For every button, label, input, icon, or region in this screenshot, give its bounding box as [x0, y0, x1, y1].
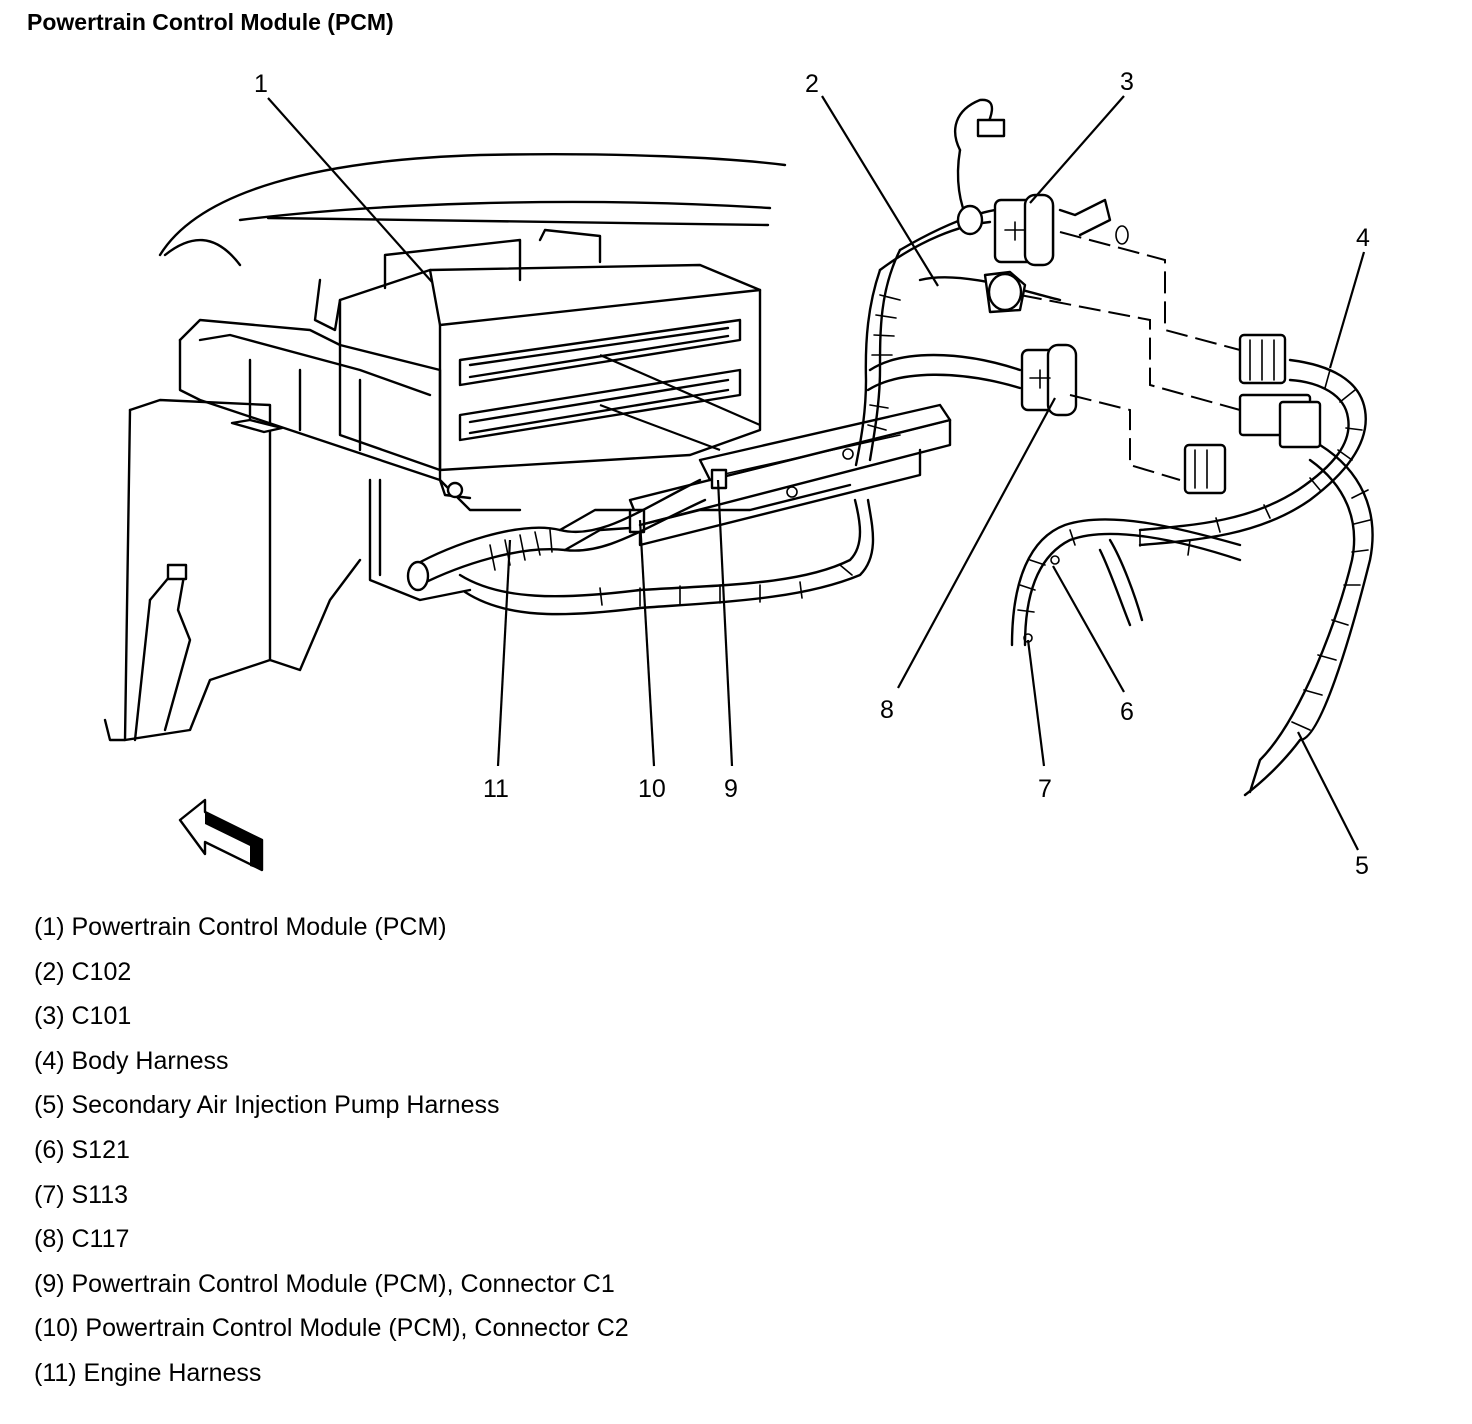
callout-1: 1	[254, 70, 268, 98]
engine-harness	[406, 478, 875, 616]
callout-7: 7	[1038, 775, 1052, 803]
legend-item: (2) C102	[34, 957, 132, 986]
callout-5: 5	[1355, 852, 1369, 880]
arrow-icon	[178, 798, 264, 872]
pcm-bracket	[178, 318, 522, 602]
pcm-module	[313, 228, 762, 472]
callout-3: 3	[1120, 68, 1134, 96]
legend-item: (5) Secondary Air Injection Pump Harness	[34, 1091, 500, 1120]
callout-11: 11	[483, 775, 509, 803]
callout-labels: 1 2 3 4 5 6 7 8 9 10 11	[254, 68, 1370, 880]
body-harness	[854, 98, 1374, 797]
page-title: Powertrain Control Module (PCM)	[27, 9, 394, 35]
legend-item: (8) C117	[34, 1225, 130, 1254]
callout-9: 9	[724, 775, 738, 803]
callout-2: 2	[805, 70, 819, 98]
connector-rail	[628, 403, 952, 547]
vehicle-structure	[103, 153, 787, 742]
legend-list: (1) Powertrain Control Module (PCM) (2) …	[34, 905, 629, 1396]
callout-8: 8	[880, 696, 894, 724]
legend-item: (11) Engine Harness	[34, 1358, 262, 1387]
legend-item: (9) Powertrain Control Module (PCM), Con…	[34, 1269, 615, 1298]
legend-item: (4) Body Harness	[34, 1046, 229, 1075]
callout-10: 10	[638, 775, 666, 803]
legend-item: (3) C101	[34, 1002, 132, 1031]
legend-item: (1) Powertrain Control Module (PCM)	[34, 913, 447, 941]
leader-lines	[267, 95, 1366, 851]
legend-item: (7) S113	[34, 1180, 129, 1209]
callout-6: 6	[1120, 698, 1134, 726]
legend-item: (6) S121	[34, 1135, 130, 1164]
legend-item: (10) Powertrain Control Module (PCM), Co…	[34, 1314, 629, 1343]
callout-4: 4	[1356, 224, 1370, 252]
pcm-location-diagram: 1 2 3 4 5 6 7 8 9 10 11	[103, 68, 1374, 880]
